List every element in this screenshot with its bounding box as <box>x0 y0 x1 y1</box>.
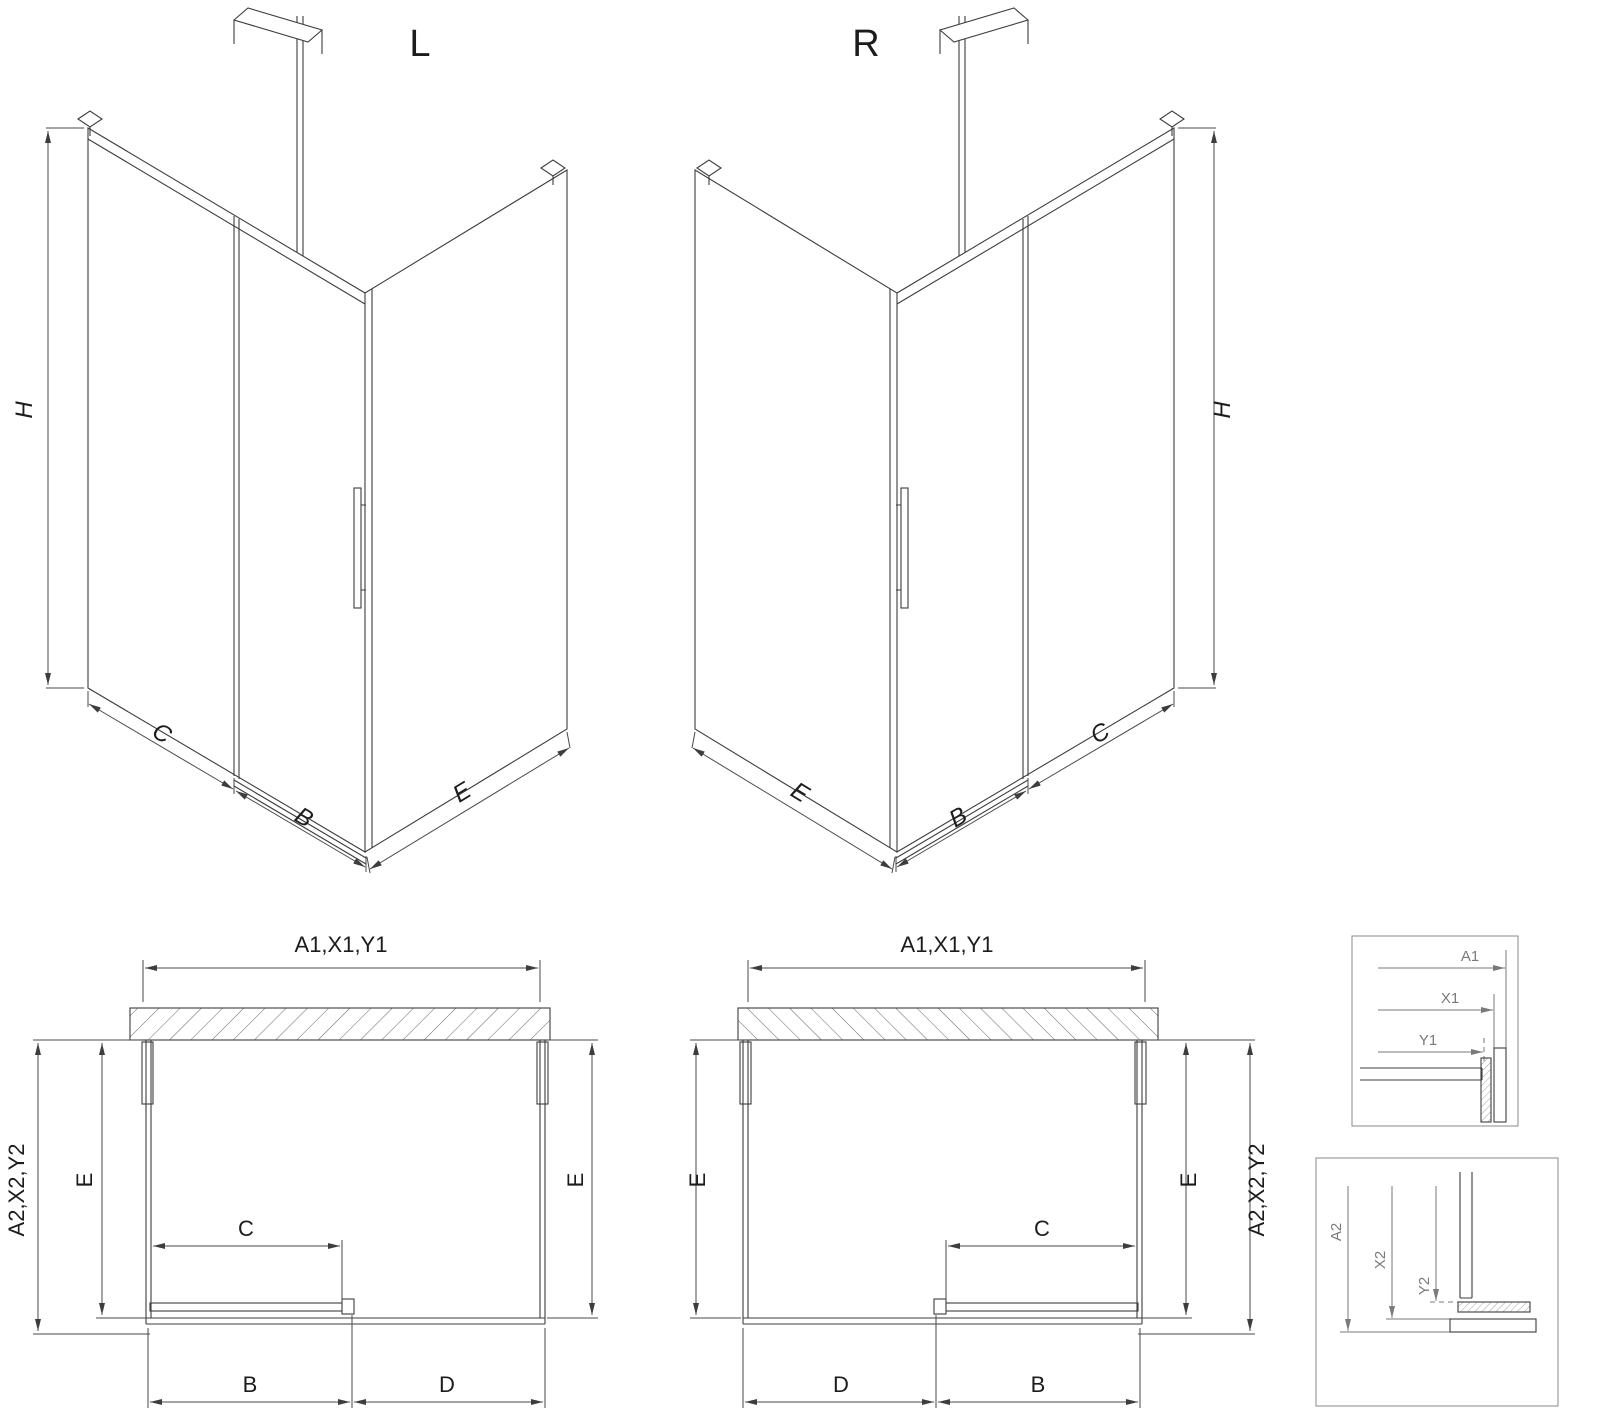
dim-label-b-left: B <box>290 802 318 833</box>
dim-label-x2: X2 <box>1372 1251 1389 1269</box>
dim-label-c-left: C <box>147 718 176 750</box>
iso-right-geometry <box>692 8 1216 873</box>
ref-lines-width <box>1493 950 1507 1122</box>
dim-label-e2-left: E <box>563 1173 588 1188</box>
wall-profile-section <box>1493 1047 1507 1123</box>
dim-label-e-right: E <box>786 777 815 809</box>
variant-label-left: L <box>409 23 430 65</box>
dim-label-width-right: A1,X1,Y1 <box>901 932 994 957</box>
dim-label-e2-right: E <box>1176 1173 1201 1188</box>
dim-label-h-left: H <box>11 401 38 419</box>
plan-view-right: A1,X1,Y1 A2,X2,Y2 E E C D B <box>685 932 1269 1408</box>
dim-label-d-plan-right: D <box>833 1372 849 1397</box>
glass-section-hatched-depth <box>1457 1301 1531 1313</box>
dim-label-a2: A2 <box>1328 1223 1345 1241</box>
iso-view-left: L H C B E <box>11 8 570 873</box>
dim-label-e1-left: E <box>72 1173 97 1188</box>
dim-label-c-plan-left: C <box>238 1216 254 1241</box>
dim-label-c-plan-right: C <box>1034 1216 1050 1241</box>
plan-left-geometry <box>33 960 598 1408</box>
wall-profile-section-depth <box>1449 1318 1537 1333</box>
dim-label-width-left: A1,X1,Y1 <box>295 932 388 957</box>
dim-label-c-right: C <box>1086 717 1115 749</box>
ref-lines-depth <box>1340 1318 1536 1333</box>
dim-label-b-right: B <box>944 802 972 833</box>
dim-label-a1: A1 <box>1461 948 1479 965</box>
iso-view-right: R H E B C <box>692 8 1236 873</box>
detail-width-frame <box>1351 935 1519 1127</box>
detail-view-depth: A2 X2 Y2 <box>1315 1157 1559 1407</box>
dim-label-y2: Y2 <box>1416 1277 1433 1295</box>
variant-label-right: R <box>852 23 879 65</box>
dim-label-y1: Y1 <box>1419 1032 1437 1049</box>
dim-label-depth-right: A2,X2,Y2 <box>1244 1144 1269 1237</box>
dim-label-x1: X1 <box>1441 990 1459 1007</box>
detail-depth-frame <box>1315 1157 1559 1407</box>
plan-view-left: A1,X1,Y1 A2,X2,Y2 E E C B D <box>4 932 598 1408</box>
dim-label-b-plan-right: B <box>1031 1372 1046 1397</box>
return-panel-section-depth <box>1459 1172 1473 1299</box>
glass-section-hatched <box>1480 1057 1492 1123</box>
dim-label-d-plan-left: D <box>439 1372 455 1397</box>
detail-view-width: A1 X1 Y1 <box>1351 935 1519 1127</box>
dim-label-b-plan-left: B <box>243 1372 258 1397</box>
plan-right-geometry <box>690 960 1255 1408</box>
dim-label-e1-right: E <box>685 1173 710 1188</box>
return-panel-section <box>1360 1067 1483 1081</box>
dim-label-depth-left: A2,X2,Y2 <box>4 1144 29 1237</box>
dim-label-e-left: E <box>448 776 477 808</box>
dim-label-h-right: H <box>1209 401 1236 419</box>
iso-left-geometry <box>46 8 570 873</box>
